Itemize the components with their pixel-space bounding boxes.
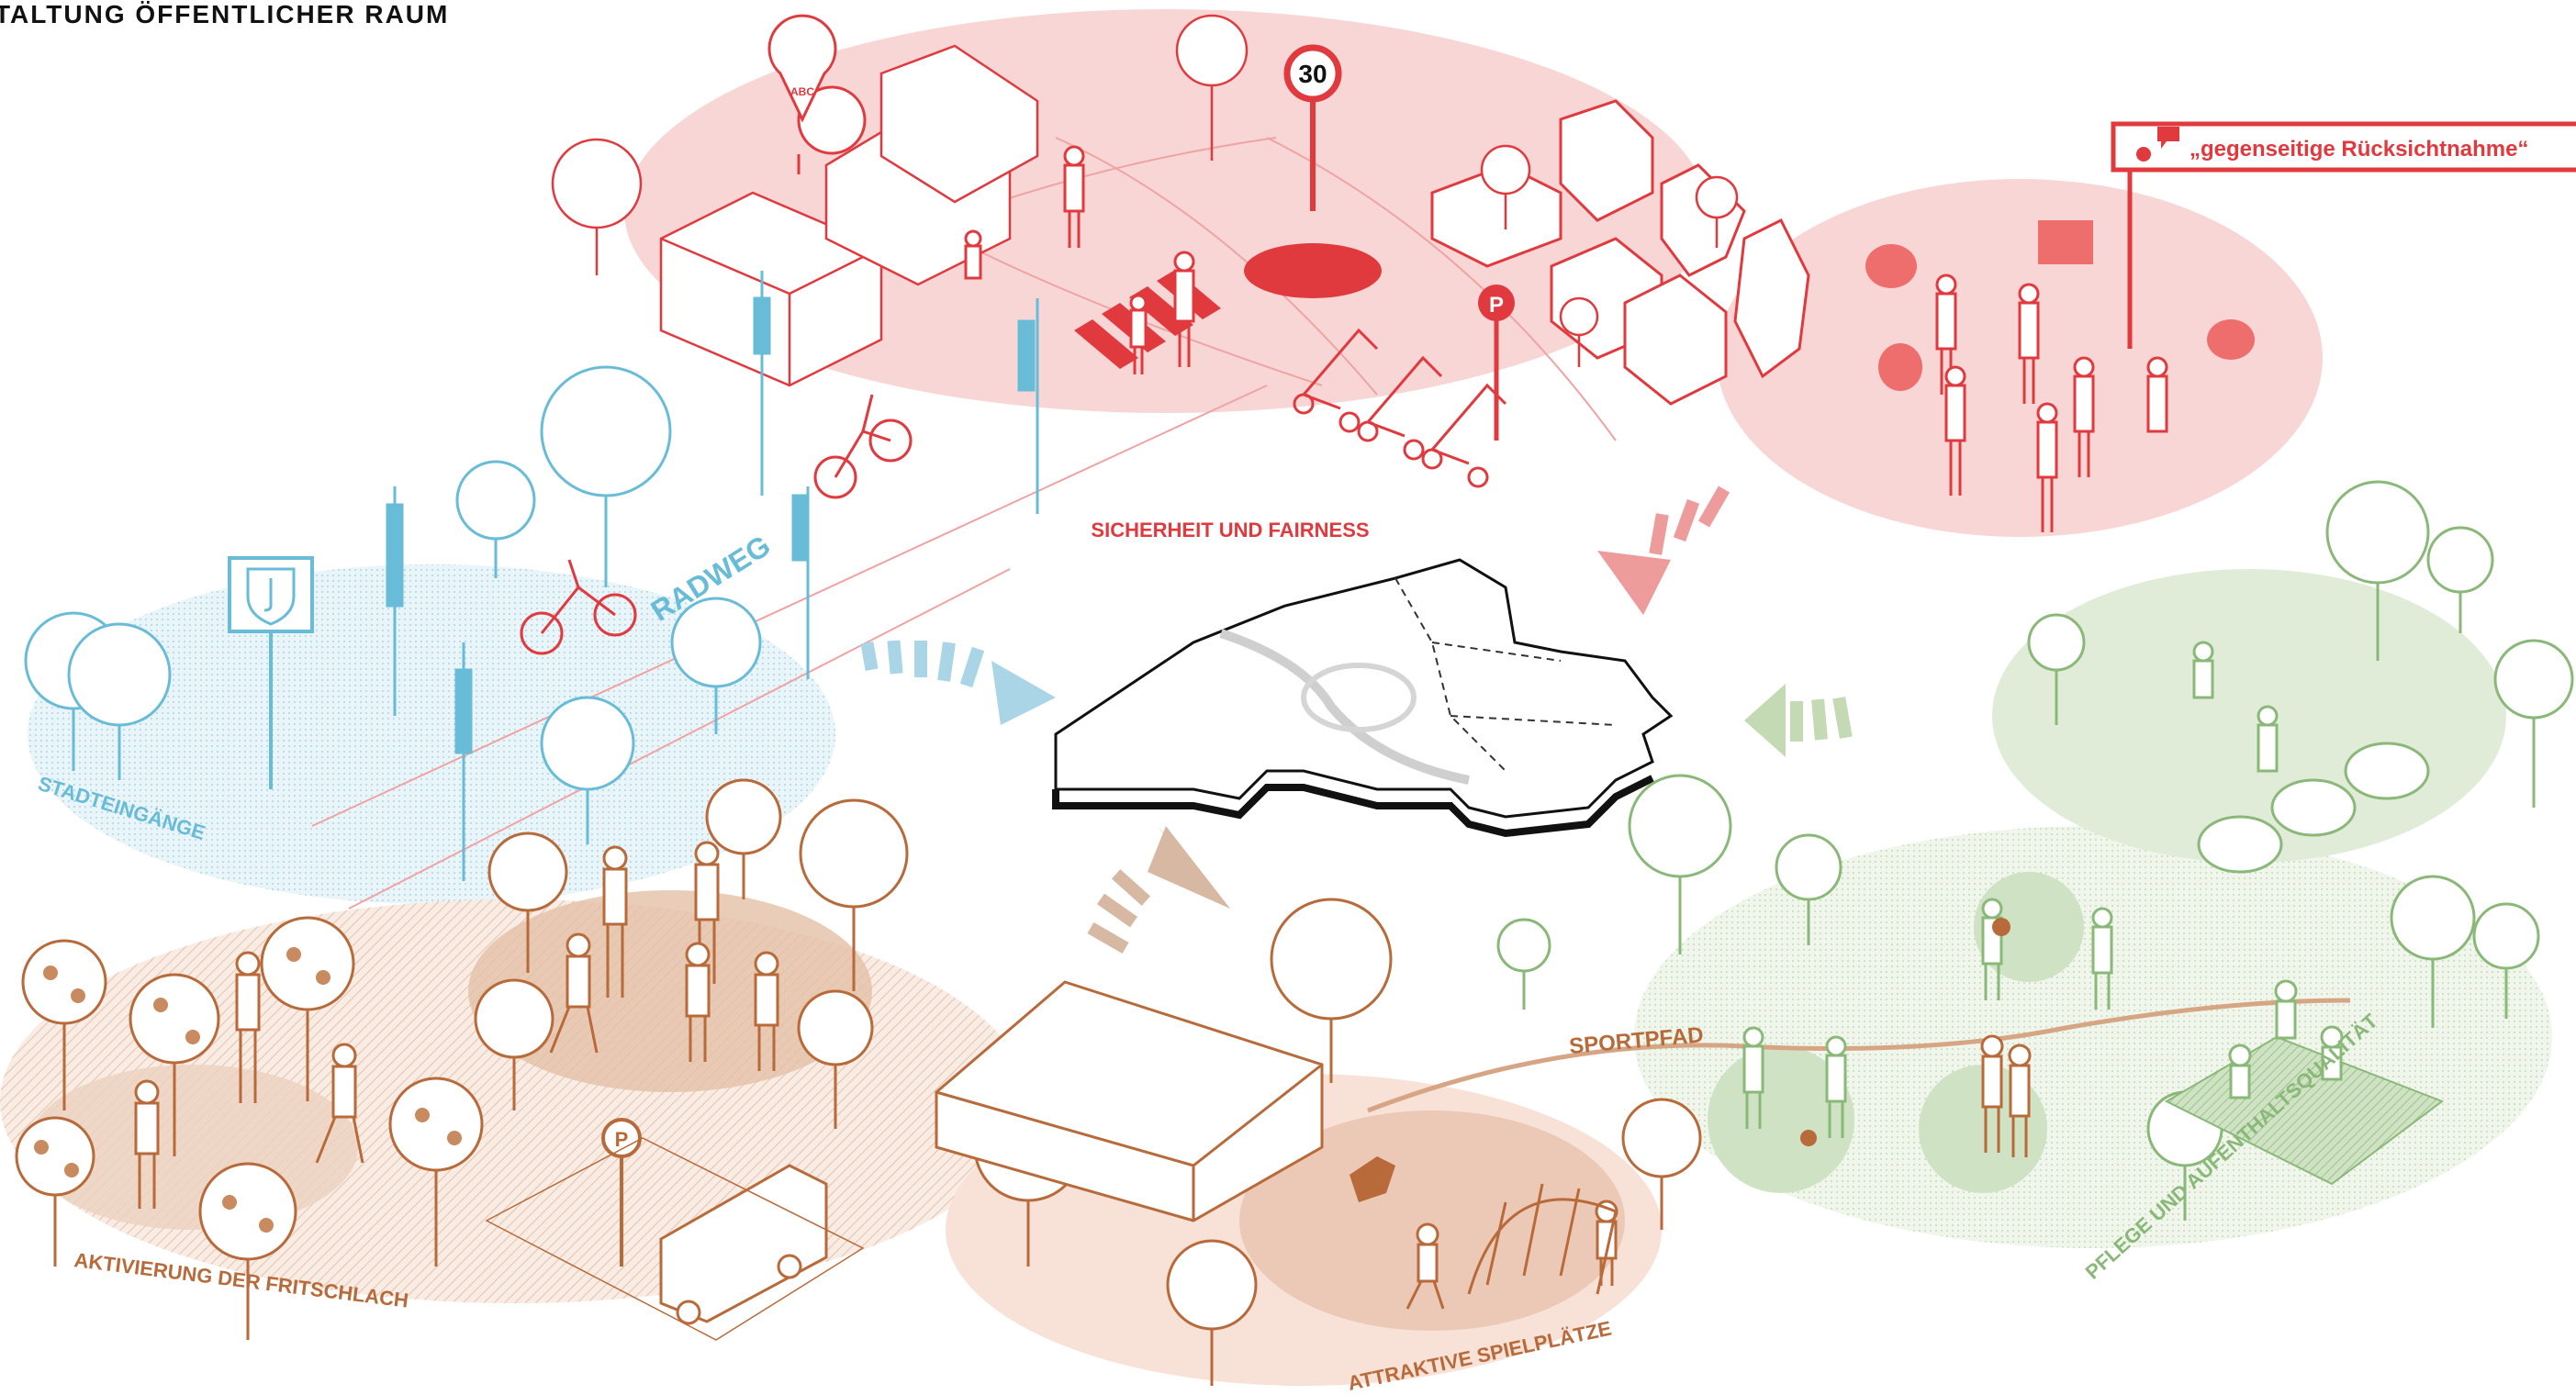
camper-van (659, 1164, 828, 1325)
parking-area (485, 1137, 865, 1341)
arrow-icon (1087, 826, 1230, 954)
football (1800, 1130, 1817, 1146)
trees-red (551, 14, 1739, 367)
svg-text:30: 30 (1298, 60, 1327, 88)
trees-blue (24, 365, 762, 844)
basketball (1992, 918, 2010, 936)
rocking-horse (1350, 1156, 1395, 1202)
svg-text:P: P (1489, 293, 1504, 318)
street-lamps (386, 271, 1039, 881)
arrow-icon (860, 640, 1056, 725)
zone-entrances (28, 564, 835, 904)
climbing-frame (1467, 1183, 1618, 1295)
svg-text:P: P (615, 1128, 629, 1151)
roundabout (1244, 243, 1382, 298)
school-pin-icon: ABC (767, 14, 867, 174)
arrow-icon (1597, 485, 1730, 615)
arrow-icon (1744, 684, 1853, 757)
trees-green (1496, 480, 2574, 1221)
cyclists (520, 394, 913, 655)
speech-bubble-icon: „gegenseitige Rücksichtnahme“ (2111, 121, 2576, 349)
page-title: TALTUNG ÖFFENTLICHER RAUM (0, 0, 450, 28)
hedges (2197, 742, 2430, 874)
parking-sign-icon: P (1478, 285, 1515, 441)
people-sportpath (1980, 1034, 2032, 1157)
svg-text:ABC: ABC (790, 85, 814, 98)
label-safety: SICHERHEIT UND FAIRNESS (1091, 519, 1369, 541)
parking-sign-icon: P (601, 1118, 642, 1267)
sport-hall (935, 980, 1324, 1222)
svg-text:„gegenseitige Rücksichtnahme“: „gegenseitige Rücksichtnahme“ (2190, 137, 2528, 162)
school-building (659, 44, 1039, 387)
fruit-dots (34, 947, 462, 1233)
people-red (964, 145, 2168, 532)
speed-limit-sign-icon: 30 (1283, 44, 1342, 211)
people-brown (134, 841, 1618, 1310)
people-green (1742, 641, 2344, 1138)
city-crest-sign-icon (228, 556, 314, 789)
sport-path (1367, 998, 2351, 1113)
site-plan (1052, 558, 1674, 838)
scooters (1293, 328, 1507, 488)
speech-bubbles (1865, 220, 2255, 391)
